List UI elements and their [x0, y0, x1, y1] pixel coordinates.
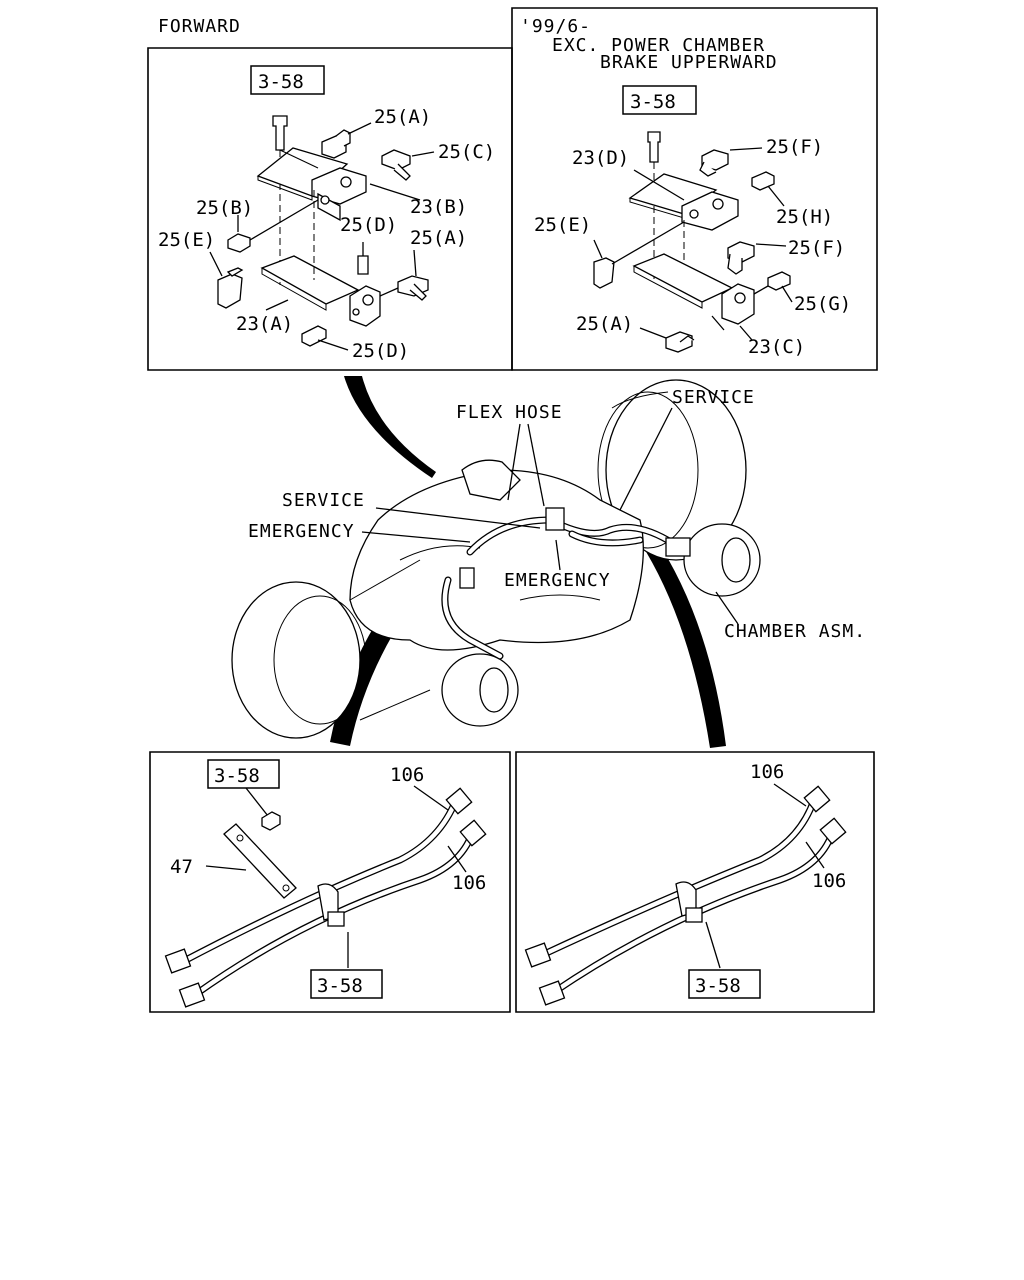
label-25c: 25(C) — [438, 141, 495, 163]
note-line3: BRAKE UPPERWARD — [600, 52, 778, 73]
ref-label: 3-58 — [695, 975, 741, 997]
bottom-right-assembly: 3-58 106 106 — [524, 761, 847, 1006]
ref-box-bottom-left-top[interactable]: 3-58 — [207, 759, 280, 789]
ref-box-bottom-right[interactable]: 3-58 — [688, 969, 761, 999]
label-25e-right: 25(E) — [534, 214, 591, 236]
ref-label: 3-58 — [317, 975, 363, 997]
label-25a-right: 25(A) — [576, 313, 633, 335]
label-25d-mid: 25(D) — [340, 214, 397, 236]
label-25g: 25(G) — [794, 293, 851, 315]
label-service-top: SERVICE — [672, 387, 755, 408]
label-flex-hose: FLEX HOSE — [456, 402, 563, 423]
label-23c: 23(C) — [748, 336, 805, 358]
label-106-lower: 106 — [452, 872, 486, 894]
note-block: '99/6- EXC. POWER CHAMBER BRAKE UPPERWAR… — [520, 16, 778, 73]
ref-box-bottom-left-lower[interactable]: 3-58 — [310, 969, 383, 999]
label-106-right-lower: 106 — [812, 870, 846, 892]
bottom-left-assembly: 3-58 3-58 106 106 47 — [164, 759, 487, 1008]
ref-box-top-right[interactable]: 3-58 — [622, 85, 697, 115]
label-47: 47 — [170, 856, 193, 878]
label-25b: 25(B) — [196, 197, 253, 219]
label-106-right-upper: 106 — [750, 761, 784, 783]
label-25d-lower: 25(D) — [352, 340, 409, 362]
bottom-left-panel-frame — [149, 751, 511, 1013]
label-23b: 23(B) — [410, 196, 467, 218]
bottom-right-panel-frame — [515, 751, 875, 1013]
label-23d: 23(D) — [572, 147, 629, 169]
forward-label: FORWARD — [158, 16, 241, 37]
ref-box-top-left[interactable]: 3-58 — [250, 65, 325, 95]
ref-label: 3-58 — [214, 765, 260, 787]
note-line2: EXC. POWER CHAMBER — [552, 35, 765, 56]
label-25h: 25(H) — [776, 206, 833, 228]
axle-illustration: FLEX HOSE SERVICE SERVICE EMERGENCY EMER… — [231, 376, 866, 748]
label-25e: 25(E) — [158, 229, 215, 251]
label-25f-top: 25(F) — [766, 136, 823, 158]
label-25a-lower: 25(A) — [410, 227, 467, 249]
label-chamber-asm: CHAMBER ASM. — [724, 621, 866, 642]
label-25f-lower: 25(F) — [788, 237, 845, 259]
note-date: '99/6- — [520, 16, 591, 37]
label-service-left: SERVICE — [282, 490, 365, 511]
top-left-assembly: 3-58 — [158, 65, 495, 362]
label-23a: 23(A) — [236, 313, 293, 335]
ref-label: 3-58 — [630, 91, 676, 113]
top-right-assembly: 3-58 — [534, 85, 851, 358]
label-emergency-left: EMERGENCY — [248, 521, 355, 542]
label-emergency-center: EMERGENCY — [504, 570, 611, 591]
label-106-upper: 106 — [390, 764, 424, 786]
label-25a-top: 25(A) — [374, 106, 431, 128]
ref-label: 3-58 — [258, 71, 304, 93]
top-right-panel-frame — [511, 7, 878, 371]
